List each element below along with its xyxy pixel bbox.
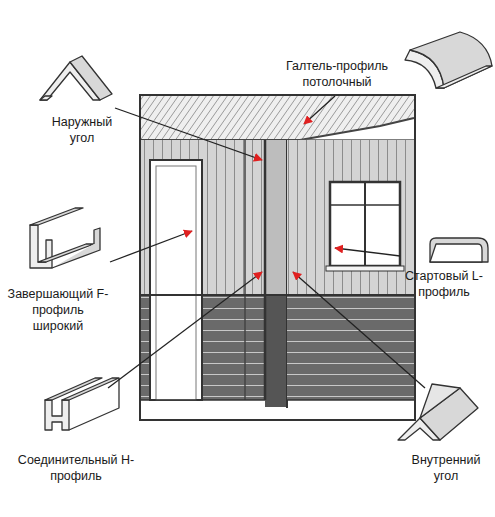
leader-lines (108, 96, 425, 388)
part-label: Наружный угол (46, 114, 118, 146)
part-label: Внутренний угол (402, 452, 490, 484)
part-label: Галтель-профиль потолочный (262, 58, 412, 90)
room (140, 95, 415, 420)
profile-icons (30, 32, 492, 440)
part-label: Соединительный H-профиль (8, 452, 144, 484)
part-label: Стартовый L-профиль (398, 268, 490, 300)
part-label: Завершающий F-профиль широкий (6, 286, 110, 334)
